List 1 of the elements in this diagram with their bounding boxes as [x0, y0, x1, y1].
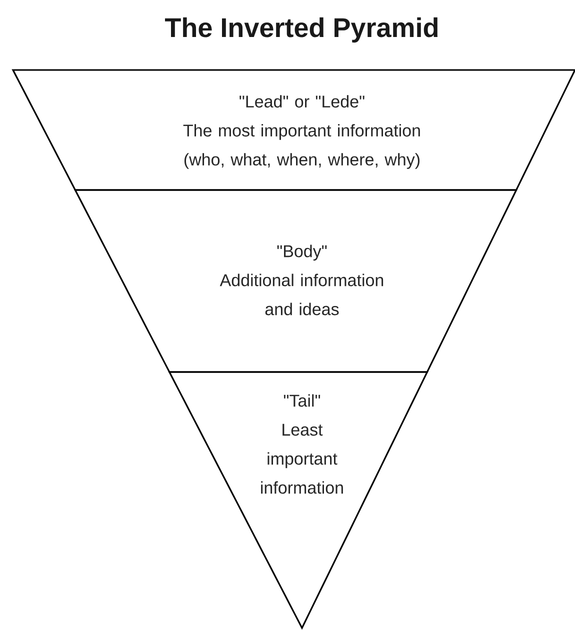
title: The Inverted Pyramid [165, 17, 438, 43]
